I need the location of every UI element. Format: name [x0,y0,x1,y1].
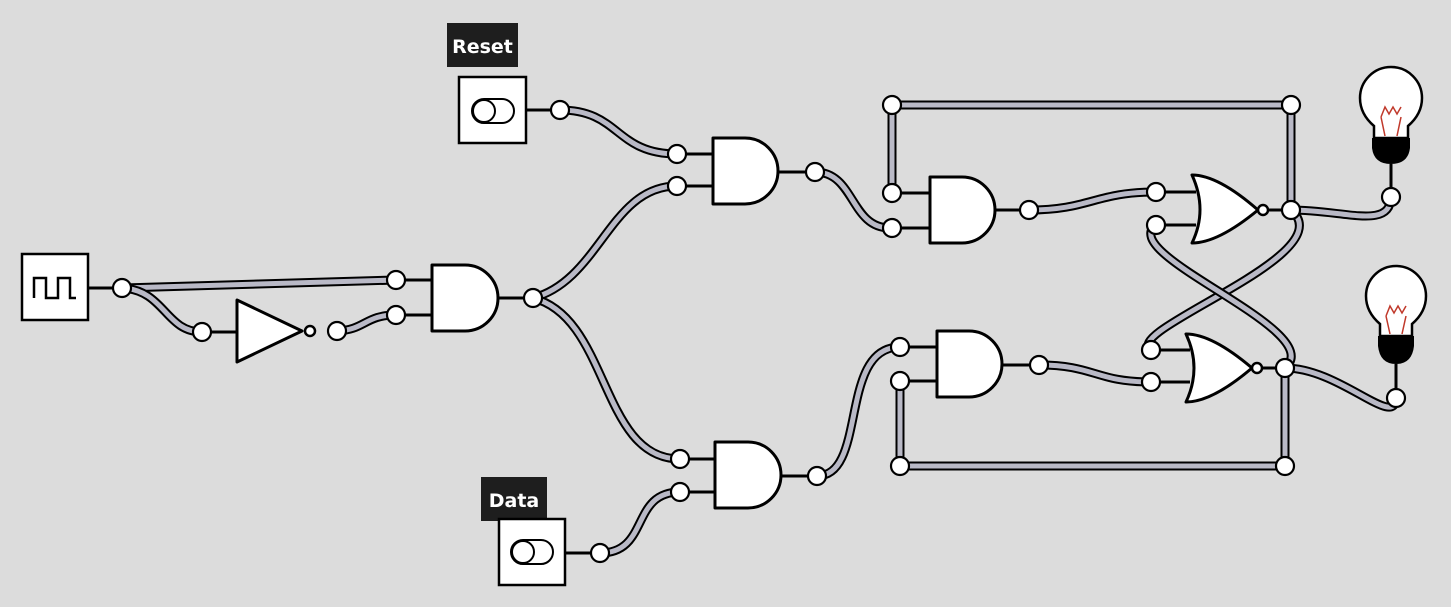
pin-data-out[interactable] [589,542,611,564]
pin-and-top-in2[interactable] [881,217,903,239]
data-input: Data [481,477,567,587]
wire-and-bottom-to-nor-bottom[interactable] [1034,360,1156,387]
pin-lamp-bottom-in[interactable] [1385,387,1407,409]
pin-and-reset-in1[interactable] [666,143,688,165]
pin-and-reset-in2[interactable] [666,175,688,197]
square-wave-icon [32,276,76,300]
pin-loop-bottom-left[interactable] [889,455,911,477]
wire-bottom-feedback-loop[interactable] [895,363,1290,471]
wire-data-to-and[interactable] [595,487,685,558]
wire-cross-bottom-to-top[interactable] [1146,220,1296,373]
pin-nor-bottom-in1[interactable] [1140,339,1162,361]
pin-and-bottom-out[interactable] [1028,354,1050,376]
reset-label: Reset [452,36,513,58]
and-gate-clock[interactable] [430,263,500,333]
pin-and-bottom-in1[interactable] [889,336,911,358]
wire-nor-top-to-lamp-top[interactable] [1286,192,1396,221]
inversion-bubble [1250,361,1264,375]
pin-and-clock-out[interactable] [522,287,544,309]
lamp-top [1358,65,1424,197]
wire-and-top-to-nor-top[interactable] [1024,187,1161,215]
wire-clock-to-and-data[interactable] [528,293,685,464]
pin-not-out[interactable] [326,320,348,342]
wire-clock-to-not[interactable] [117,283,207,337]
wire-clock-to-and[interactable] [117,275,401,293]
pin-nor-top-out[interactable] [1280,199,1302,221]
wire-cross-top-to-bottom[interactable] [1143,205,1304,355]
pin-and-clock-in1[interactable] [385,269,407,291]
pin-and-top-in1[interactable] [881,182,903,204]
and-gate-bottom[interactable] [935,329,1004,399]
lamp-bottom [1364,264,1428,398]
pin-and-top-out[interactable] [1018,199,1040,221]
pin-clock-out[interactable] [111,277,133,299]
pin-and-bottom-in2[interactable] [889,370,911,392]
reset-toggle-switch[interactable] [457,75,528,145]
pin-and-data-out[interactable] [806,465,828,487]
pin-reset-out[interactable] [549,99,571,121]
pin-nor-top-in1[interactable] [1145,181,1167,203]
pin-nor-bottom-out[interactable] [1274,357,1296,379]
wire-nor-bottom-to-lamp-bottom[interactable] [1280,363,1401,412]
light-bulb-icon [1358,65,1424,164]
wire-and-reset-to-and-top[interactable] [810,167,895,233]
connection-pins [111,94,1407,564]
wire-reset-to-and[interactable] [555,105,682,159]
light-bulb-icon [1364,264,1428,364]
wire-and-data-to-and-bottom[interactable] [812,342,905,481]
wires [117,100,1401,558]
not-gate-clock[interactable] [235,298,317,364]
pin-not-in[interactable] [191,321,213,343]
nor-gate-top[interactable] [1190,173,1270,245]
pin-nor-bottom-in2[interactable] [1140,371,1162,393]
pin-and-data-in2[interactable] [669,481,691,503]
and-gate-reset[interactable] [711,136,780,206]
and-gate-data[interactable] [713,440,783,510]
pin-and-clock-in2[interactable] [385,304,407,326]
pin-and-data-in1[interactable] [669,448,691,470]
reset-input: Reset [447,23,528,145]
wire-clock-to-and-reset[interactable] [528,181,682,303]
inversion-bubble [1256,203,1270,217]
clock-source[interactable] [20,252,90,322]
pin-loop-top-right[interactable] [1280,94,1302,116]
inversion-bubble [303,324,317,338]
pin-loop-top-left[interactable] [881,94,903,116]
data-toggle-switch[interactable] [497,517,567,587]
data-label: Data [489,490,540,512]
data-label-tag [481,477,547,521]
pin-nor-top-in2[interactable] [1145,214,1167,236]
pin-and-reset-out[interactable] [804,161,826,183]
wire-top-feedback-loop[interactable] [887,100,1296,215]
reset-label-tag [447,23,518,67]
nor-gate-bottom[interactable] [1184,332,1264,404]
pin-loop-bottom-right[interactable] [1274,455,1296,477]
pin-lamp-top-in[interactable] [1380,186,1402,208]
and-gate-top[interactable] [928,175,997,245]
